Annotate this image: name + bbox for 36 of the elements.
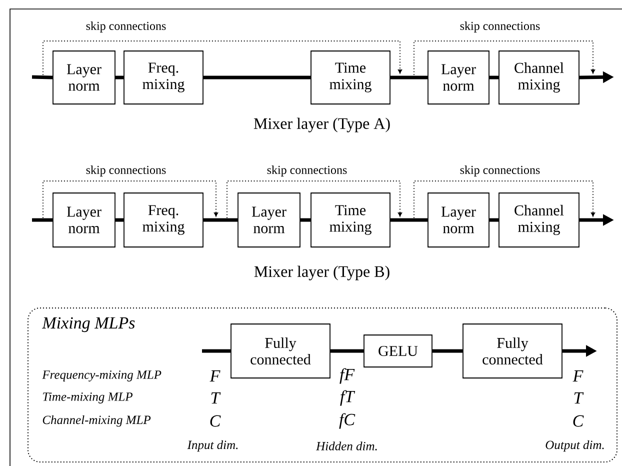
skip-label: skip connections (460, 166, 540, 176)
dimension-symbol: fT (340, 390, 356, 406)
table-label: Output dim. (546, 440, 604, 452)
caption: Mixer layer (Type B) (254, 266, 390, 280)
table-label: Frequency-mixing MLP (42, 370, 162, 382)
dimension-symbol: fC (339, 413, 356, 429)
process-box: Time mixing (310, 192, 390, 248)
dimension-symbol: C (210, 415, 221, 427)
table-label: Input dim. (187, 440, 238, 452)
process-box: Channel mixing (498, 50, 580, 104)
skip-label: skip connections (86, 166, 166, 176)
table-label: Hidden dim. (316, 442, 377, 450)
process-box: Freq. mixing (124, 50, 204, 104)
caption: Mixer layer (Type A) (254, 118, 390, 132)
skip-label: skip connections (86, 22, 166, 32)
process-box: Freq. mixing (124, 192, 204, 248)
process-box: Fully connected (462, 324, 562, 378)
dimension-symbol: fF (340, 368, 355, 384)
dimension-symbol: T (574, 392, 584, 404)
process-box: Layer norm (52, 192, 116, 248)
table-label: Channel-mixing MLP (42, 415, 151, 427)
process-box: Layer norm (428, 192, 490, 248)
process-box: Layer norm (52, 50, 116, 104)
skip-label: skip connections (460, 22, 540, 32)
table-label: Time-mixing MLP (43, 392, 132, 404)
process-box: Channel mixing (498, 192, 580, 248)
process-box: Layer norm (428, 50, 490, 104)
process-box: GELU (364, 334, 432, 368)
dimension-symbol: C (573, 415, 584, 427)
dimension-symbol: F (572, 370, 584, 382)
skip-label: skip connections (267, 166, 347, 176)
dimension-symbol: T (211, 392, 221, 404)
process-box: Layer norm (238, 192, 300, 248)
process-box: Fully connected (230, 324, 330, 378)
dimension-symbol: F (210, 370, 220, 382)
process-box: Time mixing (310, 50, 390, 104)
